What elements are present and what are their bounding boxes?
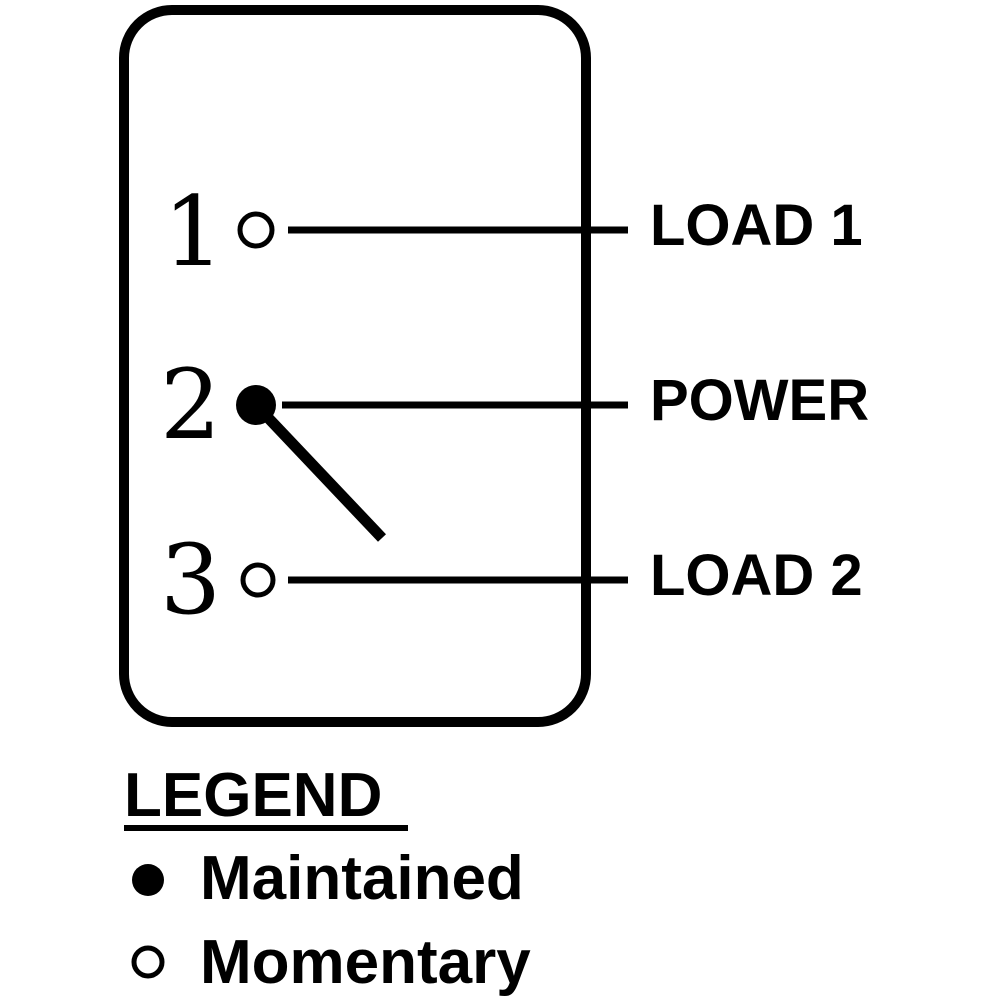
legend-momentary-label: Momentary	[200, 928, 531, 997]
legend-title: LEGEND	[124, 761, 382, 830]
terminal-3-label: LOAD 2	[650, 543, 863, 608]
terminal-2: 2 POWER	[160, 349, 869, 542]
terminal-1: 1 LOAD 1	[163, 176, 863, 288]
terminal-1-momentary-contact	[237, 211, 275, 249]
terminal-1-number: 1	[163, 176, 224, 288]
legend-maintained-icon	[132, 864, 164, 896]
terminal-3: 3 LOAD 2	[160, 524, 863, 636]
terminal-3-momentary-contact	[240, 562, 276, 598]
terminal-3-number: 3	[160, 524, 221, 636]
switch-housing	[119, 5, 591, 727]
terminal-1-label: LOAD 1	[650, 193, 863, 258]
legend-momentary-icon	[131, 945, 165, 979]
switch-actuator-arm	[252, 401, 386, 542]
legend: LEGEND Maintained Momentary	[124, 761, 531, 997]
legend-maintained-label: Maintained	[200, 844, 524, 913]
terminal-2-label: POWER	[650, 368, 869, 433]
terminal-2-number: 2	[160, 349, 221, 461]
